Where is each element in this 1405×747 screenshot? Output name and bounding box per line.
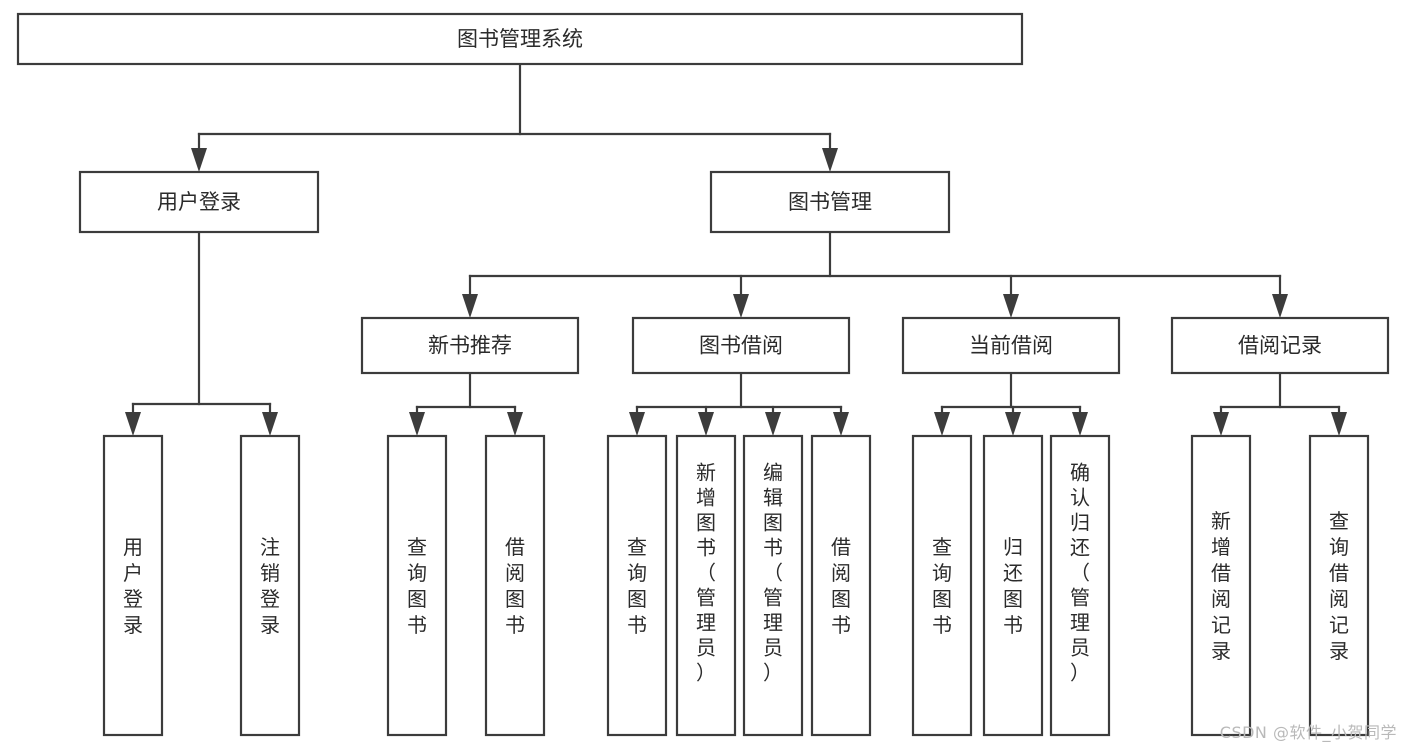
node-label-leaf-borrow-books: 借阅图书 [831, 535, 851, 637]
node-box-leaf-logout [239, 434, 301, 737]
node-box-leaf-add-book-admin [675, 434, 737, 737]
node-box-leaf-borrow-books-recommend [484, 434, 546, 737]
node-box-current-borrow [901, 316, 1121, 375]
node-label-leaf-query-books-borrow: 查询图书 [627, 535, 647, 637]
node-box-user-login [78, 170, 320, 234]
connector-userlogin-to-leaves [125, 230, 278, 436]
node-leaf-query-borrow-record[interactable]: 查询借阅记录 [1308, 434, 1370, 737]
node-label-new-book-recommend: 新书推荐 [428, 334, 512, 358]
node-leaf-logout[interactable]: 注销登录 [239, 434, 301, 737]
node-label-user-login: 用户登录 [157, 190, 241, 214]
node-box-leaf-user-login [102, 434, 164, 737]
node-box-book-management [709, 170, 951, 234]
node-leaf-confirm-return-admin[interactable]: 确认归还（管理员） [1049, 434, 1111, 737]
node-box-leaf-borrow-books [810, 434, 872, 737]
node-label-leaf-query-books-recommend: 查询图书 [407, 535, 427, 637]
node-label-leaf-return-books: 归还图书 [1003, 535, 1023, 637]
node-label-book-borrow: 图书借阅 [699, 334, 783, 358]
node-box-book-borrow [631, 316, 851, 375]
node-label-root: 图书管理系统 [457, 27, 583, 51]
node-leaf-edit-book-admin[interactable]: 编辑图书（管理员） [742, 434, 804, 737]
node-label-book-management: 图书管理 [788, 190, 872, 214]
node-root[interactable]: 图书管理系统 [16, 12, 1024, 66]
node-box-leaf-edit-book-admin [742, 434, 804, 737]
node-book-management[interactable]: 图书管理 [709, 170, 951, 234]
node-leaf-add-borrow-record[interactable]: 新增借阅记录 [1190, 434, 1252, 737]
connector-layer [125, 62, 1347, 436]
node-leaf-user-login[interactable]: 用户登录 [102, 434, 164, 737]
node-leaf-query-books-recommend[interactable]: 查询图书 [386, 434, 448, 737]
node-user-login[interactable]: 用户登录 [78, 170, 320, 234]
node-leaf-query-books-borrow[interactable]: 查询图书 [606, 434, 668, 737]
node-label-current-borrow: 当前借阅 [969, 334, 1053, 358]
connector-recommend-to-leaves [409, 371, 523, 436]
node-leaf-return-books[interactable]: 归还图书 [982, 434, 1044, 737]
watermark-label: CSDN @软件_小贺同学 [1219, 723, 1397, 742]
node-label-borrow-record: 借阅记录 [1238, 334, 1322, 358]
node-box-leaf-return-books [982, 434, 1044, 737]
node-new-book-recommend[interactable]: 新书推荐 [360, 316, 580, 375]
node-box-leaf-query-books-recommend [386, 434, 448, 737]
node-leaf-borrow-books[interactable]: 借阅图书 [810, 434, 872, 737]
node-layer: 图书管理系统用户登录图书管理新书推荐图书借阅当前借阅借阅记录用户登录注销登录查询… [16, 12, 1390, 737]
node-book-borrow[interactable]: 图书借阅 [631, 316, 851, 375]
connector-record-to-leaves [1213, 371, 1347, 436]
node-box-root [16, 12, 1024, 66]
node-label-leaf-add-book-admin: 新增图书（管理员） [696, 461, 716, 685]
connector-borrow-to-leaves [629, 371, 849, 436]
connector-bookmgmt-to-level2 [462, 230, 1288, 318]
connector-current-to-leaves [934, 371, 1088, 436]
node-box-leaf-query-books-current [911, 434, 973, 737]
node-label-leaf-confirm-return-admin: 确认归还（管理员） [1070, 461, 1090, 685]
node-borrow-record[interactable]: 借阅记录 [1170, 316, 1390, 375]
node-current-borrow[interactable]: 当前借阅 [901, 316, 1121, 375]
connector-root-to-level1 [191, 62, 838, 172]
node-box-leaf-add-borrow-record [1190, 434, 1252, 737]
node-box-new-book-recommend [360, 316, 580, 375]
node-leaf-query-books-current[interactable]: 查询图书 [911, 434, 973, 737]
node-leaf-add-book-admin[interactable]: 新增图书（管理员） [675, 434, 737, 737]
node-box-borrow-record [1170, 316, 1390, 375]
node-box-leaf-query-books-borrow [606, 434, 668, 737]
node-label-leaf-borrow-books-recommend: 借阅图书 [505, 535, 525, 637]
node-box-leaf-confirm-return-admin [1049, 434, 1111, 737]
node-label-leaf-user-login: 用户登录 [123, 535, 143, 637]
node-leaf-borrow-books-recommend[interactable]: 借阅图书 [484, 434, 546, 737]
node-label-leaf-edit-book-admin: 编辑图书（管理员） [763, 461, 783, 685]
node-label-leaf-query-borrow-record: 查询借阅记录 [1329, 509, 1349, 663]
node-label-leaf-query-books-current: 查询图书 [932, 535, 952, 637]
node-label-leaf-add-borrow-record: 新增借阅记录 [1211, 509, 1231, 663]
node-box-leaf-query-borrow-record [1308, 434, 1370, 737]
node-label-leaf-logout: 注销登录 [260, 535, 280, 637]
